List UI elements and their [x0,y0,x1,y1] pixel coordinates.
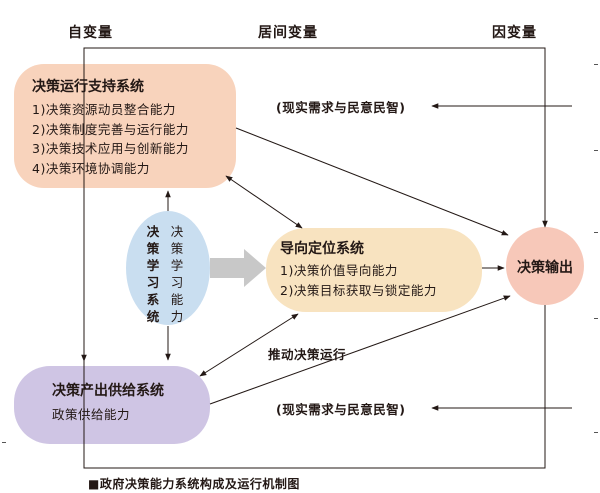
edge-fragment [594,64,598,65]
edge-fragment [594,432,598,433]
operation-support-item: 4)决策环境协调能力 [32,160,150,176]
learning-title-char: 系 [146,292,160,307]
learning-capability-char: 决 [170,224,184,239]
orientation-item: 2)决策目标获取与锁定能力 [280,282,437,298]
figure-caption: ■政府决策能力系统构成及运行机制图 [88,475,300,492]
learning-to-orientation-thick-arrow [210,249,266,287]
edge-fragment [2,442,6,443]
learning-capability-char: 力 [170,309,184,324]
learning-title-char: 习 [146,275,160,290]
feedback-loop-line [83,47,548,469]
production-supply-title: 决策产出供给系统 [52,383,164,399]
operation-support-box [14,64,236,188]
operation-support-system: 决策运行支持系统 1)决策资源动员整合能力 2)决策制度完善与运行能力 3)决策… [32,76,189,178]
production-supply-box [14,366,210,444]
orientation-box [266,228,482,312]
learning-capability-char: 学 [170,258,184,273]
learning-capability-char: 习 [170,275,184,290]
edge-fragment [594,318,598,319]
operation-support-title: 决策运行支持系统 [32,79,144,95]
operation-support-item: 1)决策资源动员整合能力 [32,102,176,117]
learning-title-char: 统 [146,309,160,324]
label-dependent-variable: 因变量 [492,25,537,41]
learning-ellipse [126,211,210,325]
learning-title-char: 决 [146,224,160,239]
caption-marker-icon: ■ [88,477,100,491]
operation-support-item: 3)决策技术应用与创新能力 [32,141,189,156]
orientation-production-double-arrow [199,313,299,377]
production-to-output-arrow [209,295,511,405]
output-label: 决策输出 [517,260,573,276]
edge-fragment [594,232,598,233]
learning-title-char: 策 [146,241,160,256]
support-orientation-double-arrow [225,175,303,229]
orientation-title: 导向定位系统 [280,241,364,257]
demand-note-bottom: (现实需求与民意民智) [276,402,406,417]
learning-title-char: 学 [146,258,160,273]
label-intermediate-variable: 居间变量 [258,25,318,41]
push-operation-label: 推动决策运行 [268,347,347,362]
learning-capability-char: 能 [170,292,184,307]
caption-text: 政府决策能力系统构成及运行机制图 [99,477,300,491]
edge-fragment [594,150,598,151]
learning-capability-char: 策 [170,241,184,256]
label-independent-variable: 自变量 [68,25,113,41]
output-circle [506,227,584,305]
production-supply-item: 政策供给能力 [52,407,131,422]
orientation-system: 导向定位系统 1)决策价值导向能力 2)决策目标获取与锁定能力 [280,238,437,300]
orientation-item: 1)决策价值导向能力 [280,263,398,278]
demand-note-top: (现实需求与民意民智) [276,100,406,115]
production-supply-system: 决策产出供给系统 政策供给能力 [52,380,164,425]
support-to-output-arrow [235,127,509,236]
operation-support-item: 2)决策制度完善与运行能力 [32,121,189,137]
